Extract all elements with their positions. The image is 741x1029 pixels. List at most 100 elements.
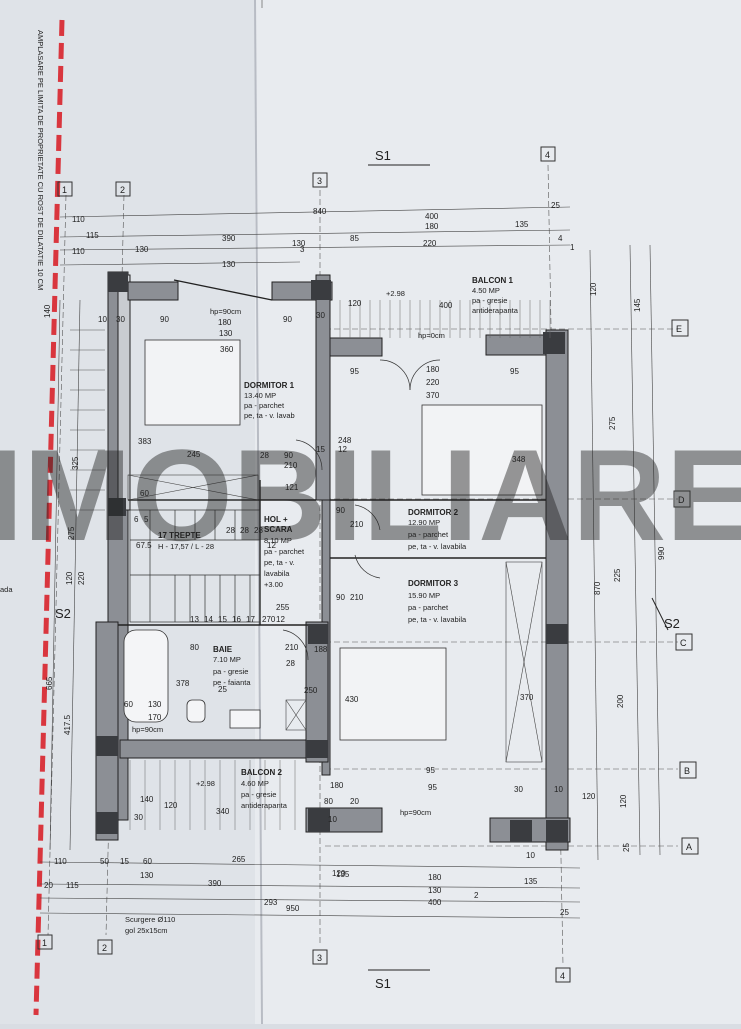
watermark: IMOBILIARE: [0, 422, 741, 568]
axis-1-top: 1: [62, 185, 67, 195]
dimension-value: 30: [116, 315, 125, 324]
axis-4-top: 4: [545, 150, 550, 160]
dimension-value: 135: [524, 877, 538, 886]
dimension-value: 348: [512, 455, 526, 464]
room-labels: BALCON 1 4.50 MP pa - gresie antiderapan…: [125, 276, 519, 935]
dimension-value: 60: [140, 489, 149, 498]
dimension-value: 180: [330, 781, 344, 790]
dimension-value: 10: [328, 815, 337, 824]
balcon2-finish: antiderapanta: [241, 801, 288, 810]
side-note: AMPLASARE PE LIMITA DE PROPRIETATE CU RO…: [36, 30, 45, 290]
balcon1-finish: antiderapanta: [472, 306, 519, 315]
dimension-value: 90: [283, 315, 292, 324]
hp-label-3: hp=90cm: [132, 725, 163, 734]
balcon1-floor: pa - gresie: [472, 296, 507, 305]
hol-walls-2: lavabila: [264, 569, 290, 578]
dimension-value: 28: [286, 659, 295, 668]
columns: [96, 272, 568, 842]
dimension-value: 110: [72, 215, 85, 224]
drain-label: Scurgere Ø110: [125, 915, 175, 924]
dimension-value: 28: [260, 451, 269, 460]
dimension-value: 6: [134, 515, 139, 524]
dormitor1-area: 13.40 MP: [244, 391, 276, 400]
dimension-value: 20: [44, 881, 53, 890]
dimension-value: 180: [428, 873, 442, 882]
section-s1-bottom: S1: [375, 976, 391, 991]
dimension-value: 140: [43, 304, 52, 318]
dimension-value: 95: [510, 367, 519, 376]
dimension-value: 120: [619, 794, 628, 808]
hol-name2: SCARA: [264, 525, 293, 534]
dimension-value: 265: [232, 855, 246, 864]
dimension-value: 390: [222, 234, 236, 243]
axis-E: E: [676, 324, 682, 334]
dimension-value: 225: [613, 568, 622, 582]
dimension-value: 90: [336, 593, 345, 602]
dimension-value: 210: [285, 643, 299, 652]
dimension-value: 120: [332, 869, 346, 878]
axis-3-bottom: 3: [317, 953, 322, 963]
dimension-value: 5: [144, 515, 149, 524]
dimension-value: 120: [65, 571, 74, 585]
dimension-value: 16: [232, 615, 241, 624]
dimension-value: 430: [345, 695, 359, 704]
baie-area: 7.10 MP: [213, 655, 241, 664]
dimension-value: 378: [176, 679, 190, 688]
dimension-value: 145: [633, 298, 642, 312]
dimension-value: 2: [474, 891, 479, 900]
dimension-value: 360: [220, 345, 234, 354]
dimension-value: 120: [582, 792, 596, 801]
drain-size: gol 25x15cm: [125, 926, 168, 935]
dormitor2-floor: pa - parchet: [408, 530, 449, 539]
dimension-value: 665: [45, 676, 54, 690]
dimension-value: 400: [428, 898, 442, 907]
dimension-value: 115: [86, 231, 99, 240]
dimension-value: 20: [350, 797, 359, 806]
dimension-value: 80: [190, 643, 199, 652]
balcon1-name: BALCON 1: [472, 276, 513, 285]
dormitor1-floor: pa - parchet: [244, 401, 285, 410]
dimension-value: 85: [350, 234, 359, 243]
interior-stairs: [129, 509, 261, 623]
dormitor2-name: DORMITOR 2: [408, 508, 459, 517]
page-fold: [254, 0, 263, 1025]
dimension-value: 210: [284, 461, 298, 470]
axis-C: C: [680, 638, 687, 648]
dimension-value: 325: [71, 456, 80, 470]
section-s1-top: S1: [375, 148, 391, 163]
dimension-value: 120: [164, 801, 178, 810]
dimension-value: 255: [276, 603, 290, 612]
dimension-value: 12: [267, 541, 276, 550]
section-s2-right: S2: [664, 616, 680, 631]
edge-label: ada: [0, 585, 13, 594]
dimension-value: 220: [423, 239, 437, 248]
dims-top-4: 130: [222, 260, 236, 269]
balcon1-level: +2.98: [386, 289, 405, 298]
dimension-value: 130: [219, 329, 233, 338]
hp-label-1: hp=90cm: [210, 307, 241, 316]
dimension-value: 10: [526, 851, 535, 860]
dimension-value: 115: [66, 881, 79, 890]
dimension-value: 370: [426, 391, 440, 400]
dimension-value: 90: [336, 506, 345, 515]
dimension-value: 10: [554, 785, 563, 794]
dimension-value: 270: [262, 615, 276, 624]
dimension-value: 28: [254, 526, 263, 535]
dimension-value: 840: [313, 207, 327, 216]
dimension-value: 12: [338, 445, 347, 454]
section-s2-left: S2: [55, 606, 71, 621]
hol-floor: pa - parchet: [264, 547, 305, 556]
dormitor1-walls: pe, ta - v. lavab: [244, 411, 295, 420]
dimension-value: 25: [218, 685, 227, 694]
axis-A: A: [686, 842, 692, 852]
dormitor1-name: DORMITOR 1: [244, 381, 295, 390]
dimension-value: 250: [304, 686, 318, 695]
dimension-value: 220: [426, 378, 440, 387]
dimension-value: 340: [216, 807, 230, 816]
axis-4-bottom: 4: [560, 971, 565, 981]
baie-walls: pe - faianta: [213, 678, 251, 687]
